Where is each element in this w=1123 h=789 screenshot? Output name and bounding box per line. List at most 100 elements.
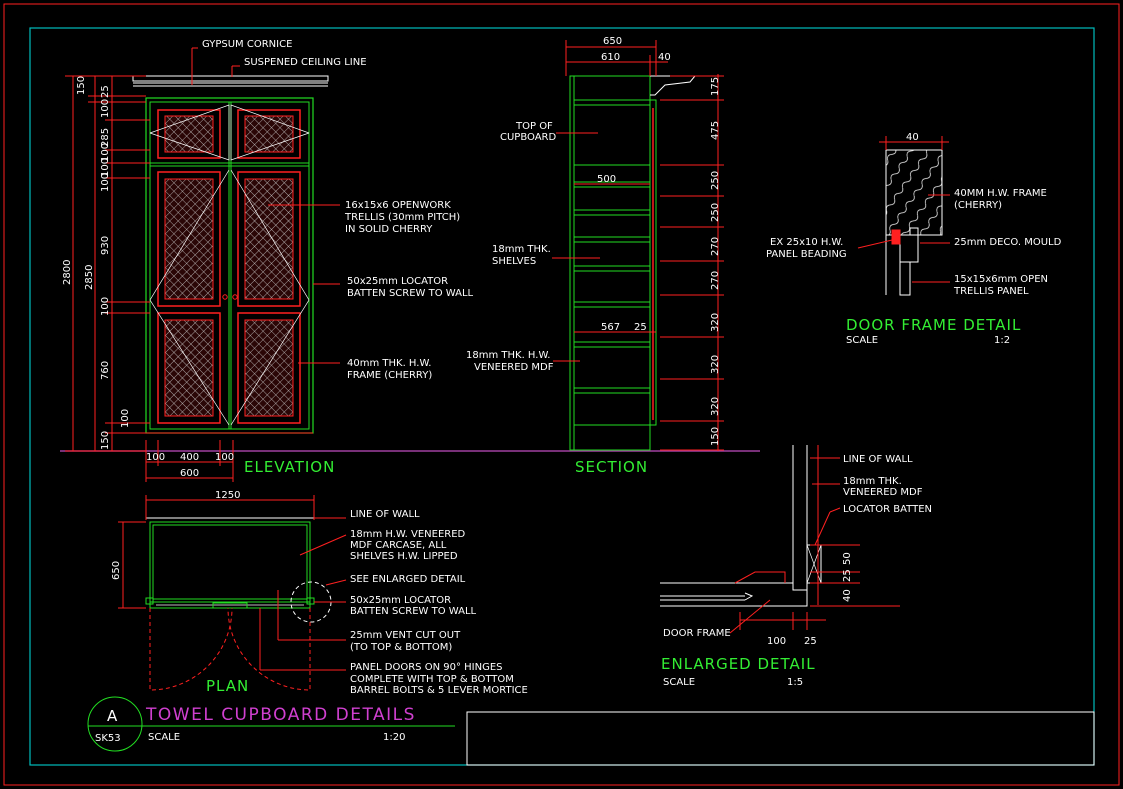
door-frame-dim-40: 40 <box>906 132 919 143</box>
plan-dim-650: 650 <box>111 561 122 580</box>
enlarged-dim-40: 40 <box>842 589 853 602</box>
plan-view: 1250 650 LINE OF WALL 18mm H.W. VENEERED… <box>111 490 528 696</box>
plan-note-locator-line2: BATTEN SCREW TO WALL <box>350 606 477 617</box>
note-trellis-line2: TRELLIS (30mm PITCH) <box>344 212 460 223</box>
enlarged-dim-100: 100 <box>767 636 786 647</box>
section-dim-250-b: 250 <box>710 203 721 222</box>
plan-note-doors-line2: COMPLETE WITH TOP & BOTTOM <box>350 674 514 685</box>
elevation-dim-760: 760 <box>100 361 111 380</box>
plan-note-enlarged: SEE ENLARGED DETAIL <box>350 574 466 585</box>
title-sheet-ref: SK53 <box>95 733 121 744</box>
elevation-dim-bottom-100-b: 100 <box>215 452 234 463</box>
door-frame-note-beading-line1: EX 25x10 H.W. <box>770 237 843 248</box>
enlarged-note-batten: LOCATOR BATTEN <box>843 504 932 515</box>
elevation-dim-100-d: 100 <box>100 173 111 192</box>
section-note-mdf-line1: 18mm THK. H.W. <box>466 350 550 361</box>
elevation-dim-100-b: 100 <box>100 143 111 162</box>
elevation-dim-bottom-100-a: 100 <box>146 452 165 463</box>
section-dim-250-a: 250 <box>710 171 721 190</box>
door-frame-note-mould: 25mm DECO. MOULD <box>954 237 1062 248</box>
enlarged-note-door-frame: DOOR FRAME <box>663 628 731 639</box>
title-symbol-letter: A <box>107 707 118 725</box>
door-frame-note-trellis-line2: TRELLIS PANEL <box>953 286 1029 297</box>
section-dim-320-a: 320 <box>710 313 721 332</box>
section-note-mdf-line2: VENEERED MDF <box>474 362 554 373</box>
section-dim-320-c: 320 <box>710 397 721 416</box>
plan-note-carcase-line3: SHELVES H.W. LIPPED <box>350 551 458 562</box>
enlarged-detail: 50 25 40 100 25 LINE OF WALL 18mm THK. V… <box>660 445 932 688</box>
section-note-shelves-line2: SHELVES <box>492 256 536 267</box>
plan-note-locator-line1: 50x25mm LOCATOR <box>350 595 451 606</box>
door-frame-note-trellis-line1: 15x15x6mm OPEN <box>954 274 1048 285</box>
enlarged-note-mdf-line2: VENEERED MDF <box>843 487 923 498</box>
section-note-top-line1: TOP OF <box>515 121 553 132</box>
elevation-dim-100-c: 100 <box>100 158 111 177</box>
title-block: A SK53 TOWEL CUPBOARD DETAILS SCALE 1:20 <box>87 696 1095 766</box>
elevation-dim-150-bottom: 150 <box>100 431 111 450</box>
section-dim-500: 500 <box>597 174 616 185</box>
note-frame-line1: 40mm THK. H.W. <box>347 358 431 369</box>
elevation-dim-150-top: 150 <box>76 76 87 95</box>
enlarged-scale-label: SCALE <box>663 677 695 688</box>
elevation-dim-bottom-600: 600 <box>180 468 199 479</box>
plan-dim-1250: 1250 <box>215 490 240 501</box>
elevation-dim-285: 285 <box>100 128 111 147</box>
section-note-top-line2: CUPBOARD <box>500 132 557 143</box>
enlarged-note-mdf-line1: 18mm THK. <box>843 476 902 487</box>
plan-label: PLAN <box>206 677 249 695</box>
door-frame-detail: 40 40MM H.W. FRAME (CHERRY) 25mm DECO. M… <box>766 132 1062 346</box>
elevation-dim-bottom-400: 400 <box>180 452 199 463</box>
section-note-shelves-line1: 18mm THK. <box>492 244 551 255</box>
plan-note-doors-line1: PANEL DOORS ON 90° HINGES <box>350 662 503 673</box>
plan-note-carcase-line2: MDF CARCASE, ALL <box>350 540 447 551</box>
enlarged-dim-50: 50 <box>842 552 853 565</box>
door-frame-scale: 1:2 <box>994 335 1010 346</box>
plan-note-wall: LINE OF WALL <box>350 509 420 520</box>
title-scale: 1:20 <box>383 732 405 743</box>
door-frame-title: DOOR FRAME DETAIL <box>846 316 1021 334</box>
elevation-label: ELEVATION <box>244 458 335 476</box>
note-trellis-line3: IN SOLID CHERRY <box>345 224 433 235</box>
section-dim-150: 150 <box>710 427 721 446</box>
section-dim-650: 650 <box>603 36 622 47</box>
elevation-dim-930: 930 <box>100 236 111 255</box>
enlarged-title: ENLARGED DETAIL <box>661 655 816 673</box>
section-dim-475: 475 <box>710 121 721 140</box>
section-dim-40: 40 <box>658 52 671 63</box>
note-trellis-line1: 16x15x6 OPENWORK <box>345 200 451 211</box>
plan-note-vent-line2: (TO TOP & BOTTOM) <box>350 642 452 653</box>
elevation-dim-100-e: 100 <box>100 297 111 316</box>
section-dim-567: 567 <box>601 322 620 333</box>
elevation-dim-25: 25 <box>100 85 111 98</box>
note-frame-line2: FRAME (CHERRY) <box>347 370 432 381</box>
section-label: SECTION <box>575 458 648 476</box>
section-dim-270-a: 270 <box>710 237 721 256</box>
drawing-title: TOWEL CUPBOARD DETAILS <box>145 705 416 725</box>
enlarged-note-wall: LINE OF WALL <box>843 454 913 465</box>
note-suspended-ceiling: SUSPENED CEILING LINE <box>244 57 367 68</box>
enlarged-dim-25: 25 <box>842 569 853 582</box>
elevation-view: 150 25 100 285 100 100 100 930 100 760 1… <box>62 39 474 482</box>
enlarged-scale: 1:5 <box>787 677 803 688</box>
title-scale-label: SCALE <box>148 732 180 743</box>
section-dim-175: 175 <box>710 77 721 96</box>
section-dim-320-b: 320 <box>710 355 721 374</box>
elevation-dim-100-f: 100 <box>120 409 131 428</box>
note-locator-line2: BATTEN SCREW TO WALL <box>347 288 474 299</box>
door-frame-note-frame-line2: (CHERRY) <box>954 200 1002 211</box>
door-frame-scale-label: SCALE <box>846 335 878 346</box>
enlarged-dim-25-bottom: 25 <box>804 636 817 647</box>
plan-note-doors-line3: BARREL BOLTS & 5 LEVER MORTICE <box>350 685 528 696</box>
door-frame-note-beading-line2: PANEL BEADING <box>766 249 847 260</box>
section-dim-25: 25 <box>634 322 647 333</box>
plan-note-carcase-line1: 18mm H.W. VENEERED <box>350 529 466 540</box>
note-locator-line1: 50x25mm LOCATOR <box>347 276 448 287</box>
note-gypsum-cornice: GYPSUM CORNICE <box>202 39 292 50</box>
elevation-dim-2850: 2850 <box>84 265 95 290</box>
door-frame-note-frame-line1: 40MM H.W. FRAME <box>954 188 1047 199</box>
elevation-dim-2800: 2800 <box>62 260 73 285</box>
plan-note-vent-line1: 25mm VENT CUT OUT <box>350 630 461 641</box>
section-view: 650 610 40 500 567 25 175 475 250 250 27… <box>466 36 724 476</box>
elevation-dim-100-a: 100 <box>100 99 111 118</box>
